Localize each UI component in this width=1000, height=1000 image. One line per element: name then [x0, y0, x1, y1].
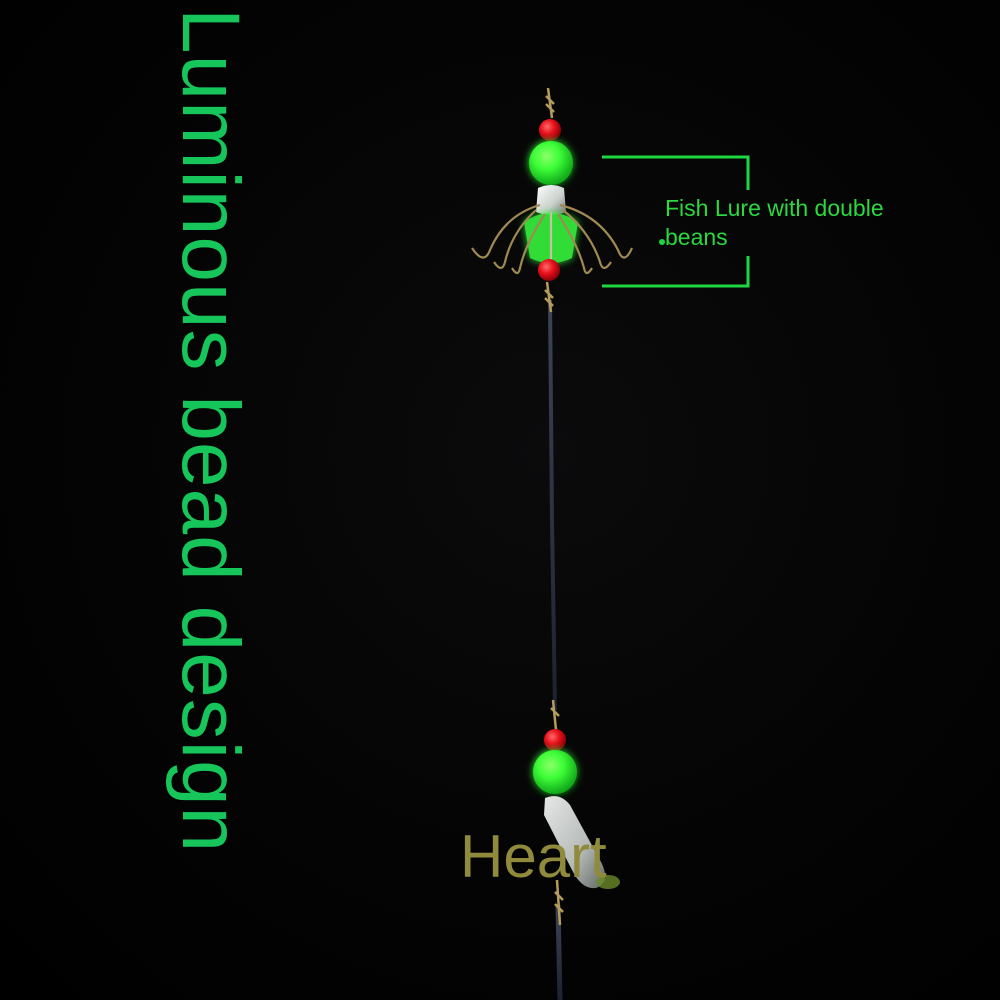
vertical-title: Luminous bead design: [165, 8, 256, 854]
red-bead-icon: [544, 729, 566, 751]
pointer-dot-icon: [659, 239, 665, 245]
green-bead-icon: [533, 750, 577, 794]
lower-lure: [533, 729, 620, 889]
callout-text: Fish Lure with double beans: [665, 195, 884, 250]
silver-sinker-icon: [536, 185, 566, 215]
thread-wrap-icon: [544, 281, 554, 313]
bottom-label: Heart: [460, 823, 607, 890]
thread-wrap-icon: [545, 87, 555, 119]
hook-cluster-icon: [471, 203, 634, 275]
bracket-icon: [602, 155, 750, 288]
thread-wrap-icon: [550, 699, 560, 731]
green-tail-icon: [596, 875, 620, 889]
red-bead-icon: [539, 119, 561, 141]
fishing-line-middle: [548, 299, 557, 711]
thread-wrap-icon: [554, 879, 564, 926]
upper-lure: [471, 119, 634, 281]
green-bead-icon: [529, 141, 573, 185]
fishing-line-bottom: [555, 904, 563, 1000]
silver-spoon-icon: [544, 796, 606, 889]
red-bead-icon: [538, 259, 560, 281]
